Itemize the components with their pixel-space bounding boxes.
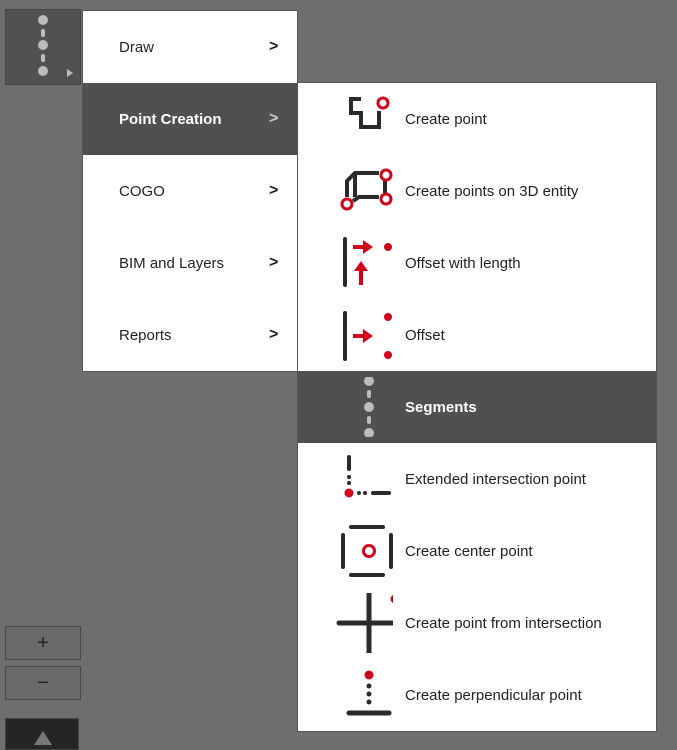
extended-intersection-icon [344, 455, 391, 498]
zoom-out-button[interactable]: − [5, 666, 81, 700]
menu-item-cogo[interactable]: COGO> [119, 182, 279, 200]
menu-item-reports[interactable]: Reports> [119, 326, 279, 344]
chevron-right-icon: > [269, 38, 279, 55]
submenu-center-point[interactable]: Create center point [298, 515, 656, 587]
submenu-perpendicular-point[interactable]: Create perpendicular point [298, 659, 656, 731]
intersection-icon [336, 593, 393, 653]
center-point-icon [341, 525, 393, 577]
point-creation-submenu: Create point Create points on 3D entity … [297, 82, 657, 732]
offset-length-icon [343, 237, 392, 287]
triangle-up-icon [34, 731, 52, 745]
expand-panel-button[interactable] [5, 718, 79, 750]
chevron-right-icon: > [269, 326, 279, 343]
submenu-create-point[interactable]: Create point [298, 83, 656, 155]
chevron-right-icon: > [269, 182, 279, 199]
submenu-offset[interactable]: Offset [298, 299, 656, 371]
chevron-right-icon: > [269, 254, 279, 271]
submenu-3d-entity[interactable]: Create points on 3D entity [298, 155, 656, 227]
segments-tool-button[interactable] [5, 9, 81, 85]
segments-icon [364, 377, 374, 437]
3d-entity-points-icon [340, 168, 393, 211]
offset-icon [343, 311, 392, 361]
menu-item-bim-layers[interactable]: BIM and Layers> [119, 254, 279, 272]
submenu-extended-intersection[interactable]: Extended intersection point [298, 443, 656, 515]
segments-icon [38, 15, 73, 77]
menu-item-draw[interactable]: Draw> [119, 38, 279, 56]
submenu-offset-length[interactable]: Offset with length [298, 227, 656, 299]
perpendicular-point-icon [346, 670, 392, 716]
main-menu: Draw> Point Creation> COGO> BIM and Laye… [82, 10, 298, 372]
zoom-in-button[interactable]: + [5, 626, 81, 660]
create-point-icon [349, 96, 390, 129]
submenu-intersection[interactable]: Create point from intersection [298, 587, 656, 659]
submenu-segments[interactable]: Segments [298, 371, 656, 443]
chevron-right-icon: > [269, 110, 279, 127]
menu-item-point-creation[interactable]: Point Creation> [83, 83, 297, 155]
